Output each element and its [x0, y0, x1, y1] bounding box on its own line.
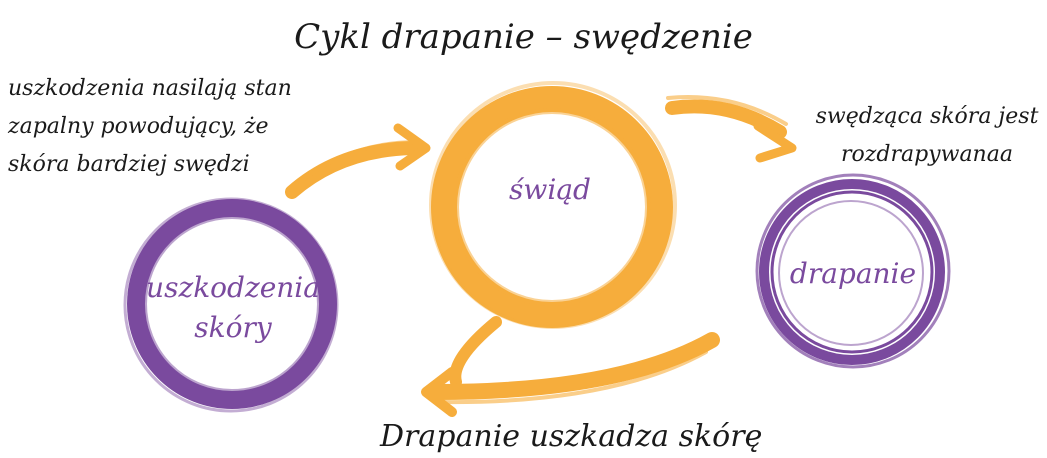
note-line: uszkodzenia nasilają stan [8, 76, 292, 101]
scratching-ring [755, 173, 951, 369]
itch-ring [429, 81, 677, 329]
note-line: swędząca skóra jest [815, 104, 1039, 129]
note-itch-to-scratching: swędząca skóra jest rozdrapywanaa [812, 98, 1042, 174]
arrow-damage-to-itch [285, 123, 431, 199]
note-line: rozdrapywanaa [841, 142, 1013, 167]
note-damage-to-itch: uszkodzenia nasilają stan zapalny powodu… [8, 70, 308, 184]
arrow-itch-to-scratching [665, 95, 797, 163]
note-scratching-to-damage: Drapanie uszkadza skórę [380, 419, 763, 454]
note-line: skóra bardziej swędzi [8, 152, 250, 177]
itch-label: świąd [509, 173, 591, 206]
skin-damage-ring [123, 197, 339, 413]
skin-damage-label: uszkodzenia skóry [128, 268, 338, 348]
note-line: zapalny powodujący, że [8, 114, 269, 139]
scratching-label: drapanie [789, 257, 917, 290]
diagram-title: Cykl drapanie – swędzenie [294, 17, 753, 57]
skin-damage-label-line: uszkodzenia [146, 271, 320, 304]
arrow-scratching-to-damage [421, 316, 720, 417]
skin-damage-label-line: skóry [194, 311, 272, 344]
